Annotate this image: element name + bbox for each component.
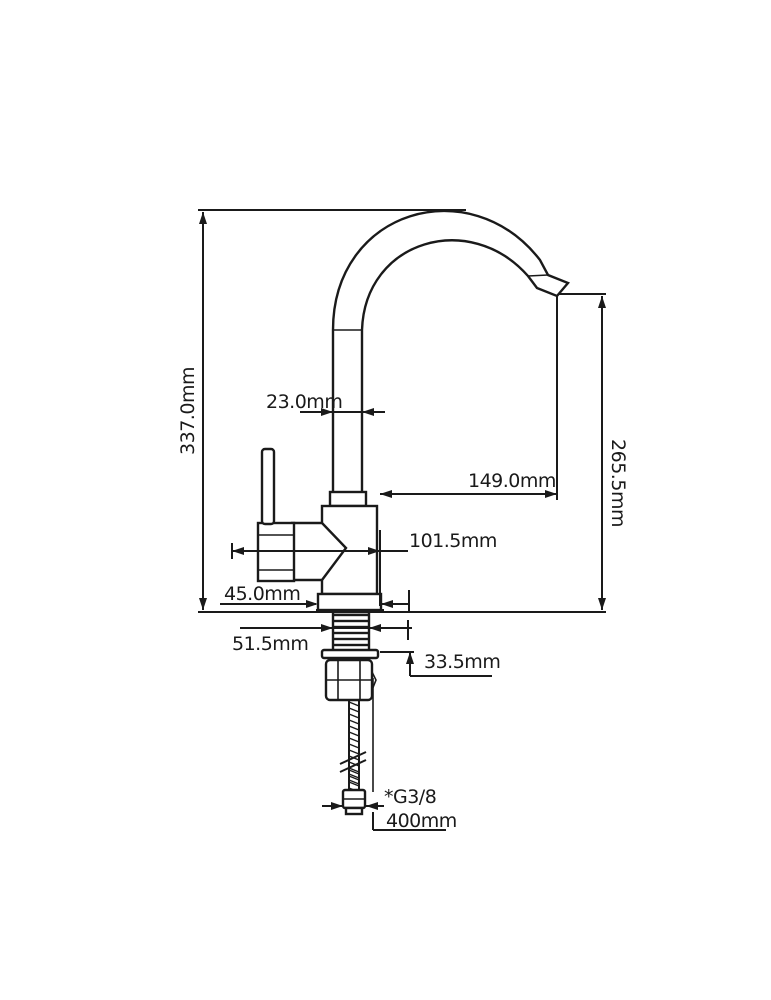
hole-diameter-label: 33.5mm [424, 651, 500, 673]
spout-tube [331, 209, 570, 499]
base-plate [316, 592, 383, 612]
dimension-labels: 337.0mm 265.5mm 23.0mm 149.0mm 101.5mm 4… [177, 367, 629, 832]
lever-reach-label: 101.5mm [409, 530, 497, 552]
faucet-outline [256, 209, 570, 816]
hose-length-label: 400mm [386, 810, 457, 832]
mounting-washer [320, 648, 380, 660]
connector-label: *G3/8 [384, 786, 436, 808]
body-diameter-label: 23.0mm [266, 391, 342, 413]
spout-reach-label: 149.0mm [468, 470, 556, 492]
spout-collar [328, 490, 368, 508]
base-diameter-label: 45.0mm [224, 583, 300, 605]
spout-height-label: 265.5mm [607, 439, 629, 527]
mounting-depth-label: 51.5mm [232, 633, 308, 655]
total-height-label: 337.0mm [177, 367, 199, 455]
hose [339, 678, 374, 805]
dimension-lines [198, 209, 606, 831]
lever-handle [260, 447, 276, 526]
threaded-shank [331, 610, 371, 654]
